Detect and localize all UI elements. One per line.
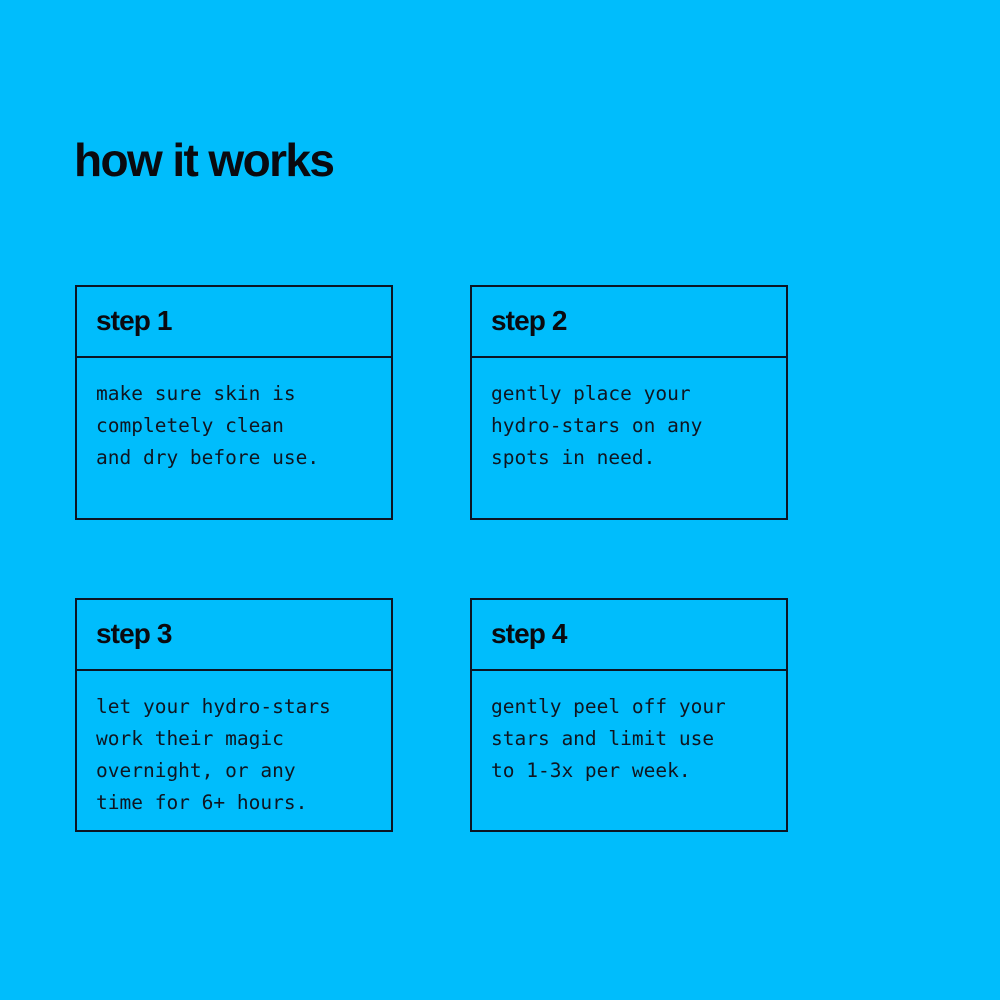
step-card-3: step 3 let your hydro-stars work their m… bbox=[75, 598, 393, 832]
step-card-1-title: step 1 bbox=[96, 304, 172, 336]
step-card-1-header: step 1 bbox=[77, 287, 391, 358]
step-card-1-line-3: and dry before use. bbox=[96, 446, 320, 469]
step-card-3-line-1: let your hydro-stars bbox=[96, 695, 331, 718]
step-card-3-body: let your hydro-stars work their magic ov… bbox=[77, 671, 391, 819]
step-card-4: step 4 gently peel off your stars and li… bbox=[470, 598, 788, 832]
step-card-4-header: step 4 bbox=[472, 600, 786, 671]
step-card-3-header: step 3 bbox=[77, 600, 391, 671]
step-card-1-body: make sure skin is completely clean and d… bbox=[77, 358, 391, 474]
page-title: how it works bbox=[74, 133, 335, 186]
step-card-1-line-1: make sure skin is bbox=[96, 382, 296, 405]
step-card-2-title: step 2 bbox=[491, 304, 567, 336]
step-card-2: step 2 gently place your hydro-stars on … bbox=[470, 285, 788, 520]
step-card-3-title: step 3 bbox=[96, 617, 172, 649]
step-card-2-line-1: gently place your bbox=[491, 382, 691, 405]
step-card-3-line-3: overnight, or any bbox=[96, 759, 296, 782]
step-card-4-title: step 4 bbox=[491, 617, 567, 649]
step-card-4-line-2: stars and limit use bbox=[491, 727, 715, 750]
step-card-2-line-3: spots in need. bbox=[491, 446, 656, 469]
step-card-2-line-2: hydro-stars on any bbox=[491, 414, 703, 437]
step-card-4-line-3: to 1-3x per week. bbox=[491, 759, 691, 782]
step-card-2-header: step 2 bbox=[472, 287, 786, 358]
step-card-4-body: gently peel off your stars and limit use… bbox=[472, 671, 786, 787]
step-card-3-line-4: time for 6+ hours. bbox=[96, 791, 308, 814]
step-card-1-line-2: completely clean bbox=[96, 414, 284, 437]
step-card-3-line-2: work their magic bbox=[96, 727, 284, 750]
step-card-1: step 1 make sure skin is completely clea… bbox=[75, 285, 393, 520]
step-card-2-body: gently place your hydro-stars on any spo… bbox=[472, 358, 786, 474]
step-card-4-line-1: gently peel off your bbox=[491, 695, 726, 718]
